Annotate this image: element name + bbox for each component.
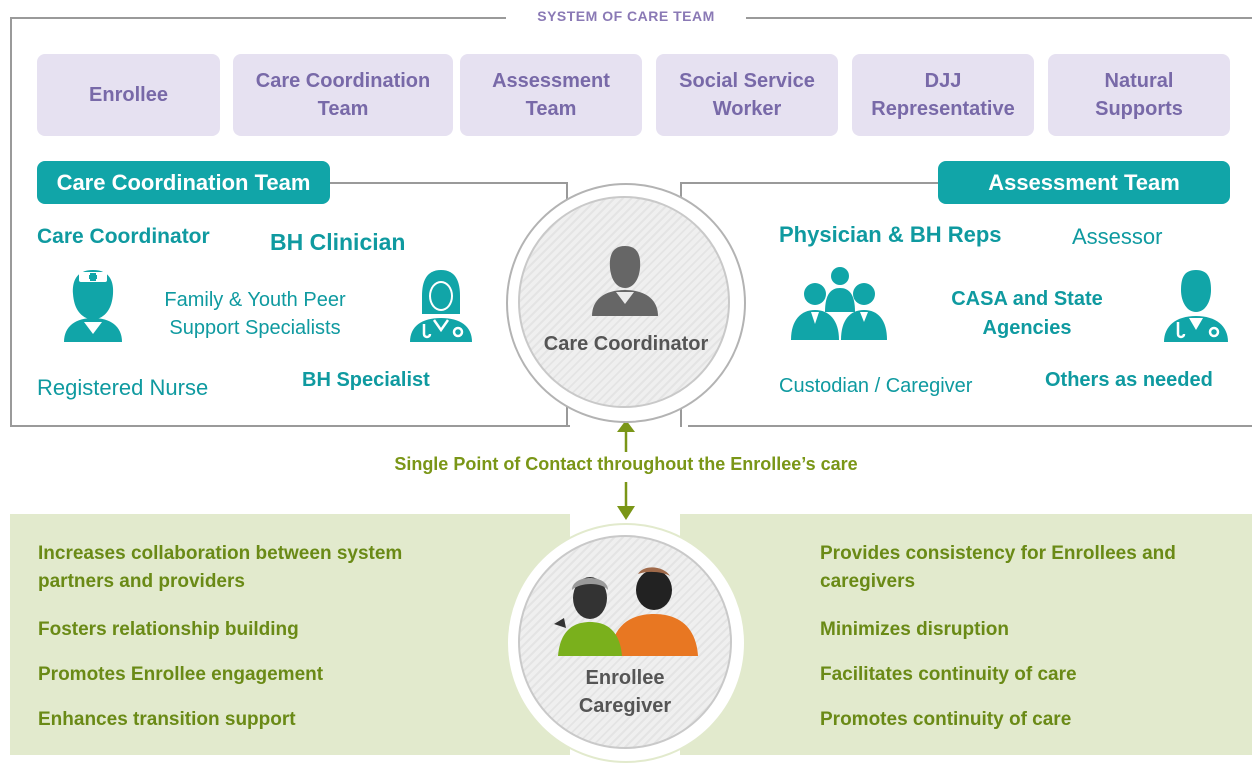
- others-label: Others as needed: [1045, 369, 1213, 391]
- benefit-left-1: Increases collaboration between system p…: [38, 543, 403, 592]
- frame-bottom-right: [688, 425, 1252, 427]
- enrollee-caregiver-icon: [554, 567, 698, 656]
- member-enrollee: Enrollee: [37, 54, 220, 136]
- right-team-header: Assessment Team: [938, 161, 1230, 204]
- benefit-right-2: Minimizes disruption: [820, 619, 1009, 640]
- casa-label: CASA and State Agencies: [951, 288, 1103, 339]
- benefits-right-panel: [680, 514, 1252, 755]
- benefit-left-2: Fosters relationship building: [38, 619, 299, 640]
- member-natural-supports: Natural Supports: [1048, 54, 1230, 136]
- bh-clinician-label: BH Clinician: [270, 229, 406, 255]
- assessor-label: Assessor: [1072, 224, 1163, 249]
- benefit-right-3: Facilitates continuity of care: [820, 664, 1077, 685]
- arrow-up-icon: [617, 420, 635, 452]
- person-icon: [592, 246, 658, 316]
- member-care-coordination-team: Care Coordination Team: [233, 54, 453, 136]
- left-team-header: Care Coordination Team: [37, 161, 330, 204]
- frame-bottom-left: [10, 425, 570, 427]
- physician-reps-label: Physician & BH Reps: [779, 222, 1002, 247]
- enrollee-circle-label: Enrollee Caregiver: [578, 667, 672, 717]
- benefit-left-3: Promotes Enrollee engagement: [38, 664, 324, 685]
- benefits-left-panel: [10, 514, 570, 755]
- frame-left: [10, 17, 12, 427]
- system-title: SYSTEM OF CARE TEAM: [506, 8, 746, 24]
- single-point-contact: Single Point of Contact throughout the E…: [394, 454, 858, 474]
- member-djj-representative: DJJ Representative: [852, 54, 1034, 136]
- right-connector-h: [680, 182, 938, 184]
- care-coordinator-circle-label: Care Coordinator: [543, 333, 709, 355]
- benefit-left-4: Enhances transition support: [38, 709, 296, 730]
- benefit-right-1: Provides consistency for Enrollees and c…: [820, 543, 1176, 592]
- care-coordinator-label: Care Coordinator: [37, 225, 210, 248]
- frame-top-right: [746, 17, 1252, 19]
- nurse-icon: [64, 270, 122, 342]
- registered-nurse-label: Registered Nurse: [37, 375, 209, 400]
- female-doctor-icon: [410, 270, 472, 342]
- frame-top-left: [10, 17, 506, 19]
- member-social-service-worker: Social Service Worker: [656, 54, 838, 136]
- bh-specialist-label: BH Specialist: [302, 369, 430, 391]
- left-connector-h: [330, 182, 568, 184]
- member-assessment-team: Assessment Team: [460, 54, 642, 136]
- peer-support-label: Family & Youth Peer Support Specialists: [164, 289, 346, 339]
- group-icon: [791, 267, 887, 340]
- custodian-label: Custodian / Caregiver: [779, 375, 973, 397]
- benefit-right-4: Promotes continuity of care: [820, 709, 1072, 730]
- male-doctor-icon: [1164, 270, 1228, 342]
- arrow-down-icon: [617, 482, 635, 520]
